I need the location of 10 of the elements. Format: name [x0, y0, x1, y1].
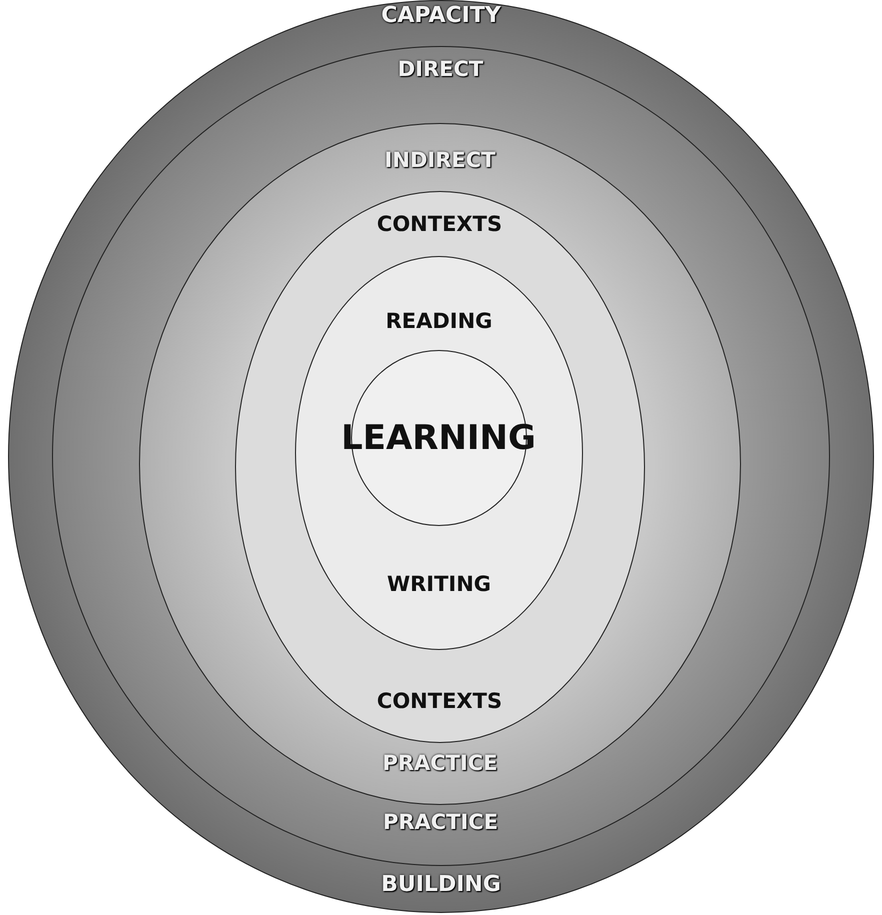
- ring-label: WRITING: [386, 574, 492, 595]
- ring-label: CAPACITY: [381, 5, 501, 27]
- ring-label: PRACTICE: [382, 812, 498, 832]
- ring-label: PRACTICE: [382, 753, 498, 774]
- ring-label: CONTEXTS: [376, 214, 502, 234]
- ring-label: DIRECT: [398, 58, 484, 80]
- ring-label: READING: [386, 311, 492, 332]
- ring-label: BUILDING: [381, 874, 501, 896]
- ring-label: CONTEXTS: [376, 690, 502, 712]
- ring-label: INDIRECT: [384, 150, 496, 171]
